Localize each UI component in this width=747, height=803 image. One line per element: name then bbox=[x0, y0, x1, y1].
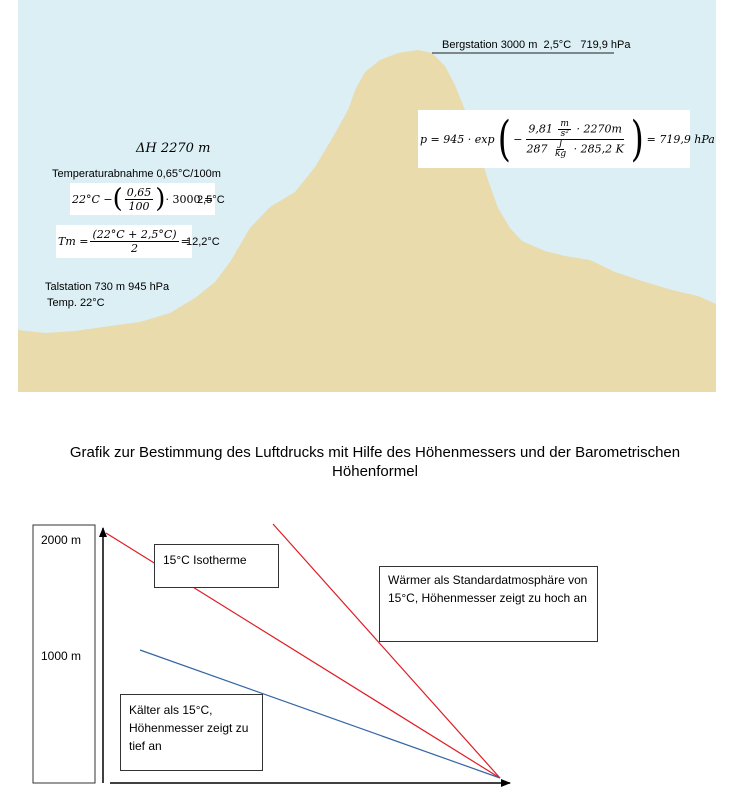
y-label-1000: 1000 m bbox=[41, 649, 82, 663]
mountain-terrain bbox=[18, 50, 716, 392]
formula-mean-temperature-result: 12,2°C bbox=[186, 236, 220, 248]
isotherm-label-box: 15°C Isotherme bbox=[154, 544, 279, 588]
cold-line bbox=[139, 649, 501, 779]
bergstation-label: Bergstation 3000 m 2,5°C 719,9 hPa bbox=[442, 39, 630, 51]
cold-label-box: Kälter als 15°C, Höhenmesser zeigt zu ti… bbox=[120, 694, 263, 771]
bergstation-pressure: 719,9 hPa bbox=[580, 39, 631, 51]
formula-mean-temperature: Tm = (22°C + 2,5°C) 2 = bbox=[56, 225, 192, 258]
temperature-gradient-label: Temperaturabnahme 0,65°C/100m bbox=[52, 168, 221, 180]
talstation-label: Talstation 730 m 945 hPa bbox=[45, 281, 170, 293]
bergstation-name: Bergstation 3000 m bbox=[442, 39, 538, 51]
formula-temperature-result: 2,5°C bbox=[197, 194, 225, 206]
formula-pressure: p = 945 · exp ( − 9,81 m s² · 2270m 287 … bbox=[418, 110, 715, 168]
warm-line bbox=[272, 523, 501, 779]
diagram-caption: Grafik zur Bestimmung des Luftdrucks mit… bbox=[69, 444, 681, 480]
bergstation-temp: 2,5°C bbox=[543, 39, 572, 51]
delta-h-label: ΔH 2270 m bbox=[136, 141, 211, 156]
talstation-temp-label: Temp. 22°C bbox=[47, 297, 105, 309]
y-label-2000: 2000 m bbox=[41, 533, 82, 547]
formula-temperature: 22°C − ( 0,65 100 ) · 3000 = bbox=[70, 183, 216, 215]
warm-label-box: Wärmer als Standardatmosphäre von 15°C, … bbox=[379, 566, 598, 642]
y-label-panel bbox=[32, 524, 96, 784]
